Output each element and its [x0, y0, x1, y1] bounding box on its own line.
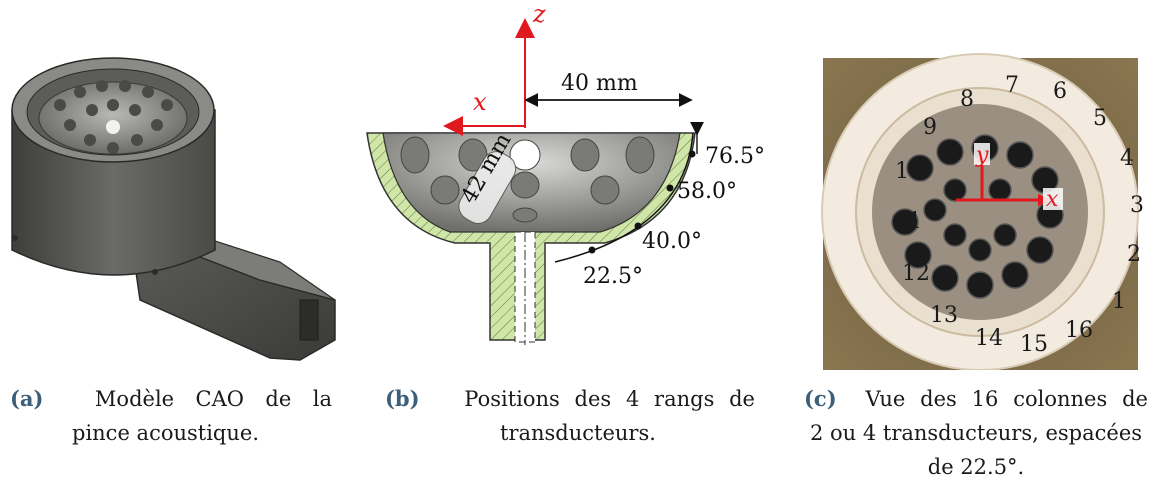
- caption-b-letter: (b): [385, 386, 420, 411]
- column-number: 10: [895, 159, 923, 184]
- caption-a-letter: (a): [10, 386, 44, 411]
- caption-b-line2: transducteurs.: [500, 421, 656, 445]
- caption-a-word: CAO: [195, 387, 244, 411]
- caption-a-word: de: [265, 387, 292, 411]
- figure-b: 42 mm z x 40 mm 76.5° 58.0° 40.0° 22.5° …: [355, 0, 775, 481]
- column-number: 4: [1120, 146, 1134, 171]
- caption-c: (c) Vue des 16 colonnes de 2 ou 4 transd…: [804, 382, 1148, 484]
- column-number: 9: [923, 115, 937, 140]
- column-number: 12: [902, 261, 930, 286]
- angle-label: 58.0°: [677, 179, 737, 204]
- column-number: 14: [975, 326, 1003, 351]
- column-number: 1: [1112, 289, 1126, 314]
- caption-b-word: rangs: [654, 387, 715, 411]
- column-number: 11: [894, 209, 922, 234]
- caption-b: (b) Positions des 4 rangs de transducteu…: [385, 382, 755, 450]
- cad-model-image: [11, 57, 336, 361]
- caption-c-line2: 2 ou 4 transducteurs, espacées: [809, 421, 1143, 445]
- caption-a: (a) Modèle CAO de la pince acoustique.: [10, 382, 332, 450]
- caption-a-word: Modèle: [94, 387, 175, 411]
- transducer-photo: y x 1 2 3 4 5 6 7 8 9 10 11 12 13 14 15 …: [821, 53, 1144, 371]
- caption-c-word: de: [1122, 387, 1148, 411]
- width-label: 40 mm: [561, 71, 638, 96]
- photo-axis-y: y: [975, 143, 989, 168]
- column-number: 3: [1130, 193, 1144, 218]
- caption-c-word: Vue: [865, 387, 906, 411]
- caption-b-word: des: [574, 387, 612, 411]
- axis-x-label: x: [473, 88, 487, 116]
- caption-c-word: des: [920, 387, 957, 411]
- angle-label: 40.0°: [642, 229, 702, 254]
- cross-section-diagram: 42 mm z x 40 mm 76.5° 58.0° 40.0° 22.5°: [366, 0, 765, 345]
- axis-z-label: z: [532, 0, 546, 28]
- column-number: 7: [1005, 73, 1019, 98]
- caption-a-line2: pince acoustique.: [72, 421, 260, 445]
- caption-b-word: de: [729, 387, 755, 411]
- caption-a-word: la: [312, 387, 332, 411]
- caption-c-line3: de 22.5°.: [927, 455, 1025, 479]
- figure-a: (a) Modèle CAO de la pince acoustique.: [0, 0, 350, 481]
- angle-label: 76.5°: [705, 144, 765, 169]
- photo-axis-x: x: [1046, 187, 1059, 212]
- caption-c-word: colonnes: [1013, 387, 1108, 411]
- angle-label: 22.5°: [583, 264, 643, 289]
- column-number: 13: [930, 303, 958, 328]
- figure-c: y x 1 2 3 4 5 6 7 8 9 10 11 12 13 14 15 …: [790, 0, 1156, 481]
- caption-b-word: 4: [625, 387, 640, 411]
- caption-c-letter: (c): [804, 386, 837, 411]
- column-number: 15: [1020, 332, 1048, 357]
- caption-c-word: 16: [971, 387, 999, 411]
- column-number: 2: [1127, 242, 1141, 267]
- caption-b-word: Positions: [464, 387, 560, 411]
- column-number: 6: [1053, 79, 1067, 104]
- column-number: 8: [960, 87, 974, 112]
- column-number: 5: [1093, 106, 1107, 131]
- column-number: 16: [1065, 318, 1093, 343]
